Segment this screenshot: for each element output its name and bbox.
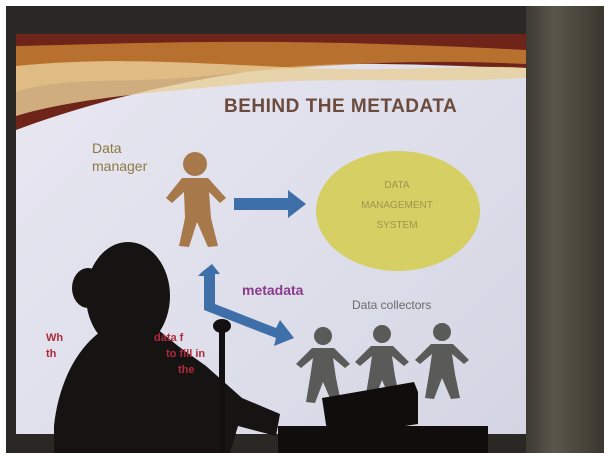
data-manager-label: Data <box>92 140 122 156</box>
red-text-fragment: to fill in <box>166 348 206 360</box>
red-text-fragment: Wh <box>46 332 64 344</box>
slide-graphics <box>16 34 526 453</box>
metadata-arrow <box>198 264 294 346</box>
room-wall <box>526 6 604 453</box>
system-label: DATA <box>384 180 410 191</box>
slide-title: BEHIND THE METADATA <box>224 96 458 117</box>
collector-figure <box>415 323 469 399</box>
data-manager-label: manager <box>92 158 148 174</box>
slide-wave-cream <box>16 61 526 116</box>
data-collectors-label: Data collectors <box>352 298 432 312</box>
data-manager-figure <box>166 152 226 247</box>
laptop <box>278 382 488 453</box>
system-ellipse <box>316 151 480 271</box>
system-label: SYSTEM <box>376 220 418 231</box>
system-label: MANAGEMENT <box>361 200 433 211</box>
red-text-fragment: th <box>46 348 57 360</box>
collector-figure <box>296 327 350 403</box>
presentation-photo: BEHIND THE METADATA Data manager DATA MA… <box>6 6 604 453</box>
arrow-right <box>234 190 306 218</box>
red-text-fragment: data f <box>154 332 184 344</box>
metadata-label: metadata <box>242 282 304 298</box>
microphone <box>213 319 231 453</box>
red-text-fragment: the <box>178 364 195 376</box>
